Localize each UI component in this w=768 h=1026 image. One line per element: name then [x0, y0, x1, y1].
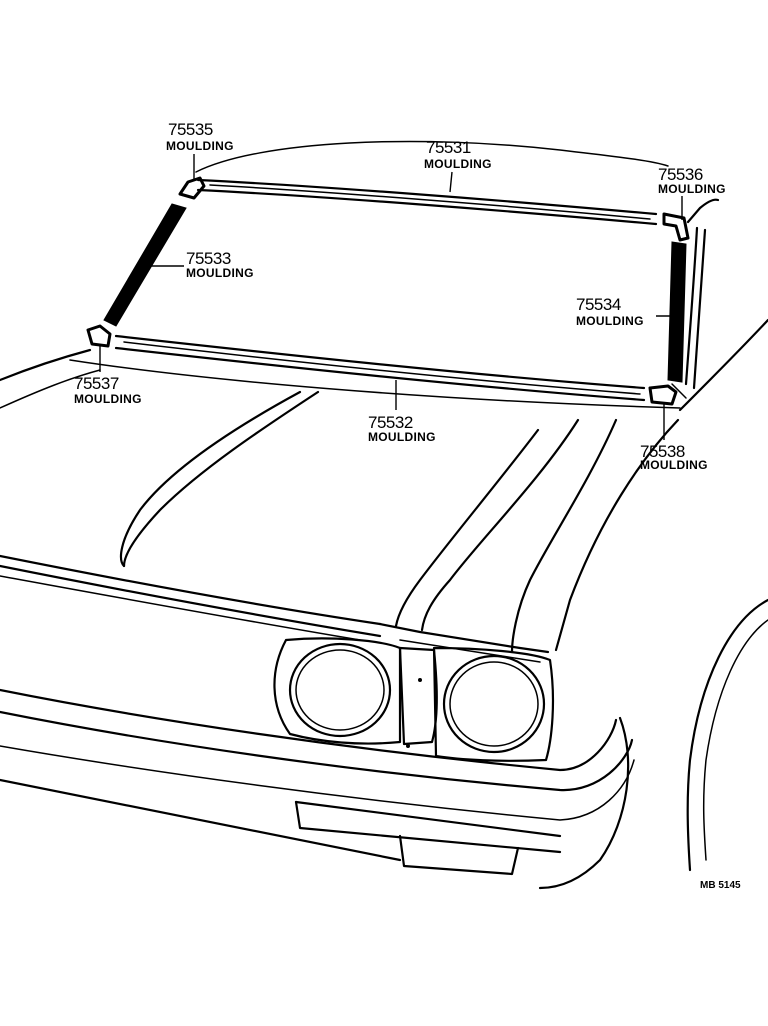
drawing-reference: MB 5145: [700, 880, 741, 891]
part-name: MOULDING: [74, 392, 142, 406]
callout-75537: 75537 MOULDING: [74, 374, 142, 406]
leader-75531: [449, 171, 453, 193]
part-number: 75535: [168, 120, 213, 139]
part-name: MOULDING: [658, 182, 726, 196]
leader-lines: [99, 154, 683, 440]
part-name: MOULDING: [424, 157, 492, 171]
part-name: MOULDING: [368, 430, 436, 444]
callout-75535: 75535 MOULDING: [166, 120, 234, 153]
callout-75531: 75531 MOULDING: [424, 138, 492, 171]
car-body-outline: [0, 140, 768, 890]
part-number: 75534: [576, 295, 621, 314]
callout-75533: 75533 MOULDING: [186, 249, 254, 280]
part-name: MOULDING: [640, 458, 708, 472]
part-number: 75532: [368, 413, 413, 432]
windshield-mouldings: [86, 176, 690, 406]
part-number: 75537: [74, 374, 119, 393]
part-number: 75533: [186, 249, 231, 268]
part-name: MOULDING: [166, 139, 234, 153]
part-number: 75531: [426, 138, 471, 157]
callout-75532: 75532 MOULDING: [368, 413, 436, 444]
part-number: 75536: [658, 165, 703, 184]
part-name: MOULDING: [186, 266, 254, 280]
callout-75538: 75538 MOULDING: [640, 442, 708, 472]
part-number: 75538: [640, 442, 685, 461]
callout-75534: 75534 MOULDING: [576, 295, 644, 328]
callout-75536: 75536 MOULDING: [658, 165, 726, 196]
part-name: MOULDING: [576, 314, 644, 328]
